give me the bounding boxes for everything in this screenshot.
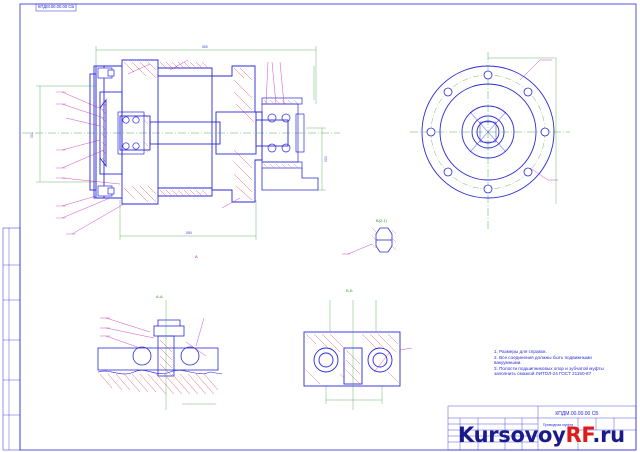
section-bb-label: Б-Б <box>346 288 353 293</box>
brand-watermark: KursovoyRF.ru <box>458 423 625 451</box>
title-block <box>447 405 637 451</box>
detail-v-label: В(2:1) <box>376 218 387 223</box>
section-aa-label: А-А <box>156 294 163 299</box>
note-3: 3. Полости подшипниковых опор и зубчатой… <box>494 365 604 377</box>
svg-text:000: 000 <box>202 45 208 49</box>
brand-part-rf: RF <box>565 423 593 447</box>
side-view-flange <box>410 52 570 230</box>
title-block-name: Приводная муфта <box>542 423 574 427</box>
sheet-frame <box>2 3 637 451</box>
detail-v-view <box>342 227 397 255</box>
title-block-code: КПДМ.00.00.00 СБ <box>555 411 599 417</box>
note-1: 1. Размеры для справок. <box>494 349 547 354</box>
section-arrow-label: А <box>195 254 198 259</box>
brand-part-ru: .ru <box>592 423 625 447</box>
dimension-annotations: 000 000 000 000 <box>30 45 328 235</box>
section-bb-view <box>303 300 413 410</box>
svg-text:000: 000 <box>30 132 34 138</box>
technical-requirements: 1. Размеры для справок. 2. Все соединени… <box>494 349 614 377</box>
note-2: 2. Все соединения должны быть подвижными… <box>494 354 592 366</box>
drawing-code-stamp: КПДМ.00.00.00 СБ <box>37 4 75 9</box>
main-assembly-view <box>22 46 340 240</box>
section-aa-view <box>97 300 223 410</box>
svg-text:000: 000 <box>324 156 328 162</box>
brand-part-kursovoy: Kursovoy <box>458 423 566 447</box>
svg-text:000: 000 <box>186 231 192 235</box>
